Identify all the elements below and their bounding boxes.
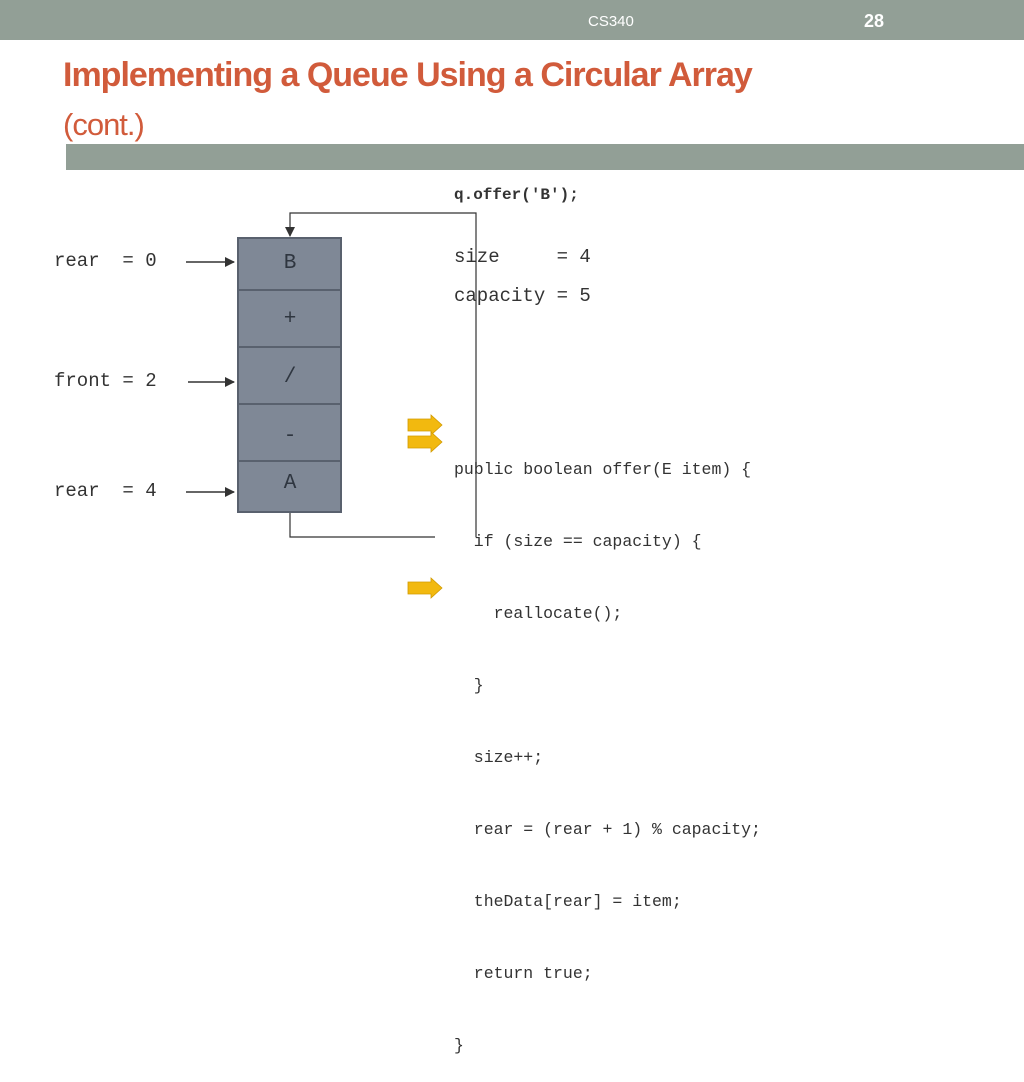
code-line: } <box>454 1036 464 1055</box>
array-cell-1: + <box>239 291 341 348</box>
wrap-around-arrow <box>285 212 477 537</box>
diagram-arrows <box>186 212 477 538</box>
title-underline-bar <box>66 144 1024 170</box>
array-cell-2: / <box>239 348 341 405</box>
array-cell-3: - <box>239 405 341 462</box>
step-arrow-icon <box>407 431 443 453</box>
code-line: if (size == capacity) { <box>454 532 702 551</box>
rear-bottom-label: rear = 4 <box>54 480 157 502</box>
method-call: q.offer('B'); <box>454 186 579 204</box>
step-markers <box>407 414 443 599</box>
front-label: front = 2 <box>54 370 157 392</box>
array-cell-4: A <box>239 462 341 511</box>
code-line: reallocate(); <box>454 604 623 623</box>
step-arrow-icon <box>407 577 443 599</box>
header-bar: CS340 28 <box>0 0 1024 40</box>
slide-subtitle: (cont.) <box>63 107 145 142</box>
step-arrow-icon <box>407 414 443 436</box>
size-value: size = 4 <box>454 246 591 268</box>
capacity-value: capacity = 5 <box>454 285 591 307</box>
code-line: } <box>454 676 484 695</box>
rear-top-label: rear = 0 <box>54 250 157 272</box>
course-label: CS340 <box>588 13 634 30</box>
slide-title: Implementing a Queue Using a Circular Ar… <box>63 56 753 94</box>
code-line: return true; <box>454 964 593 983</box>
page-number: 28 <box>864 11 885 31</box>
wrap-line-bottom <box>289 513 435 538</box>
code-line: theData[rear] = item; <box>454 892 682 911</box>
code-line: public boolean offer(E item) { <box>454 460 752 479</box>
array-cell-0: B <box>239 239 341 291</box>
code-line: size++; <box>454 748 544 767</box>
code-line: rear = (rear + 1) % capacity; <box>454 820 761 839</box>
